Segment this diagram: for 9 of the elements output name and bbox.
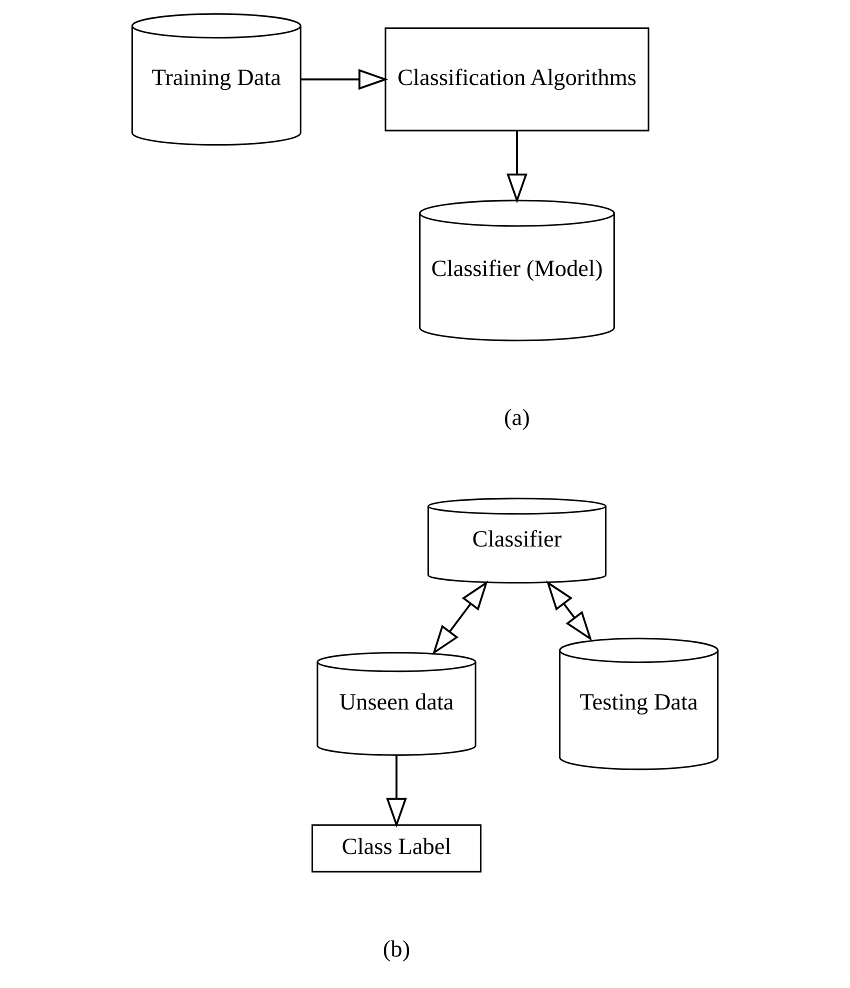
arrow [506,130,528,204]
arrow [546,580,592,641]
arrow [300,68,388,90]
node-box: Classification Algorithms [384,27,650,132]
label: (b) [382,936,410,962]
node-box: Class Label [312,824,482,872]
arrow [432,580,488,655]
arrow [386,755,407,828]
label: (a) [504,405,530,432]
